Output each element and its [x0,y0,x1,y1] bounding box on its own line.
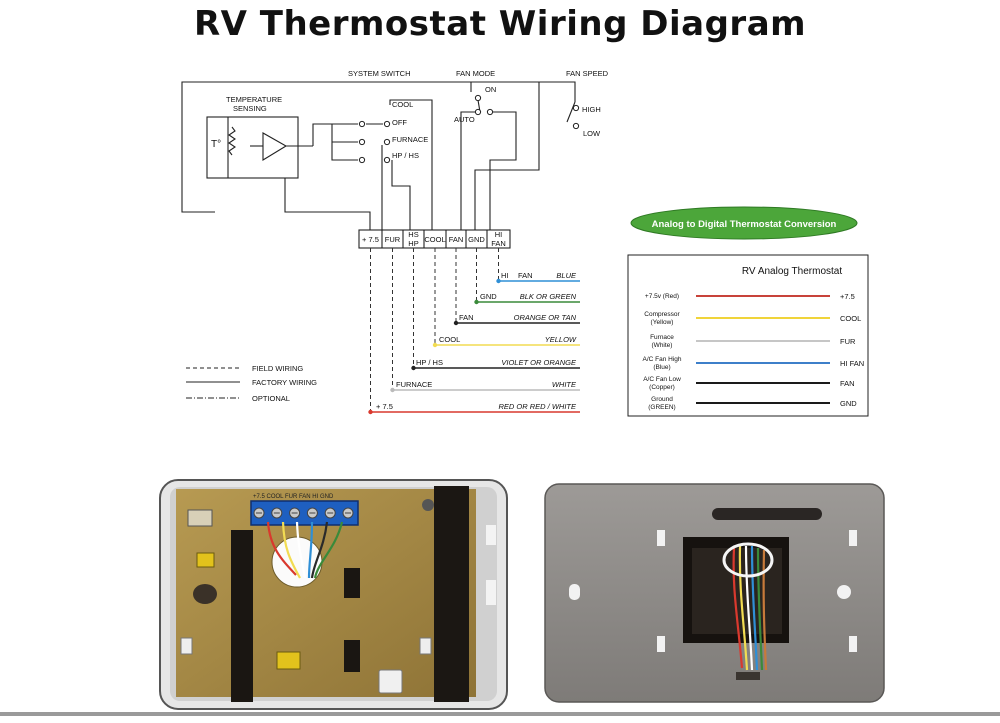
conv-right-label: GND [840,399,857,408]
yellow-switch [196,552,215,568]
conv-left-label: A/C Fan High [642,356,681,363]
bottom-divider [0,712,1000,716]
conversion-table [627,254,869,417]
fan-auto-label: AUTO [454,115,475,124]
outer-loop-wire [181,81,576,213]
sensor-to-terminal-wire [284,178,371,230]
yellow-switch-2 [276,651,301,670]
mount-hole [193,584,217,604]
wire-node [474,299,479,305]
legend-optional-label: OPTIONAL [252,394,290,403]
wire-left-label: FURNACE [396,380,432,389]
conv-left-sublabel: (White) [652,342,673,349]
sensor-box [206,116,299,179]
wire-color-label: RED OR RED / WHITE [498,402,576,411]
wire-mid-label: FAN [518,271,533,280]
wire-node [432,342,438,348]
black-bracket-left [231,530,253,702]
conversion-badge [630,206,858,240]
wire-left-label: HI [501,271,509,280]
legend-field-label: FIELD WIRING [252,364,303,373]
conv-left-label: +7.5v (Red) [645,293,679,300]
fan-high-label: HIGH [582,105,601,114]
wire-node [411,365,416,371]
fan-on-label: ON [485,85,496,94]
conv-left-label: Furnace [650,334,674,341]
terminal-block [250,500,359,526]
wire-node [496,278,501,284]
wall-plate-photo [544,483,885,703]
terminal-label: GND [468,235,485,244]
terminal-label: + 7.5 [362,235,379,244]
jumper-pad [187,509,213,527]
conv-right-label: FUR [840,337,856,346]
field-wires: HI FAN BLUE GND BLK OR GREEN FAN ORANGE OR TAN… [368,248,580,415]
wire-node [390,387,395,393]
conv-right-label: +7.5 [840,292,855,301]
wire-hole [271,536,323,588]
wire-left-label: GND [480,292,497,301]
wire-color-label: VIOLET OR ORANGE [501,358,577,367]
wire-color-label: ORANGE OR TAN [514,313,577,322]
legend-factory-label: FACTORY WIRING [252,378,317,387]
relay-2 [344,640,360,672]
plate-hole [657,530,665,546]
conv-left-label: A/C Fan Low [643,376,681,383]
terminal-screws [253,507,354,519]
wire-left-label: FAN [459,313,474,322]
relay-1 [344,568,360,598]
conv-right-label: COOL [840,314,861,323]
terminal-label: COOL [424,235,445,244]
system-switch-label: SYSTEM SWITCH [348,69,411,78]
conv-left-sublabel: (Yellow) [651,319,674,326]
wire-color-label: BLK OR GREEN [520,292,577,301]
sensor-label-1: TEMPERATURE [226,95,282,104]
plate-slot-top [712,508,822,520]
conv-right-label: FAN [840,379,855,388]
wire-color-label: YELLOW [545,335,577,344]
conversion-badge-text: Analog to Digital Thermostat Conversion [652,219,837,230]
conv-right-label: HI FAN [840,359,864,368]
conv-left-label: Compressor [644,311,680,318]
conv-left-sublabel: (Copper) [649,384,675,391]
terminal-label: FUR [385,235,401,244]
thermostat-board-photo: +7.5 COOL FUR FAN HI GND [159,479,508,710]
conv-left-sublabel: (Blue) [653,364,670,371]
terminal-label: FAN [491,239,506,248]
page-title: RV Thermostat Wiring Diagram [193,4,807,44]
fan-speed-label: FAN SPEED [566,69,609,78]
terminal-label: HI [495,230,503,239]
wiring-schematic: SYSTEM SWITCH FAN MODE FAN SPEED ON AUTO… [181,69,869,417]
terminal-label: HP [408,239,418,248]
black-bracket-right [434,486,469,702]
plate-wire-bundle [722,542,774,671]
photo-terminal-labels: +7.5 COOL FUR FAN HI GND [253,494,334,500]
wire-node [453,320,459,326]
wire-left-label: COOL [439,335,460,344]
thermistor-icon [228,126,236,156]
conv-left-sublabel: (GREEN) [648,404,675,411]
furnace-switch-label: FURNACE [392,135,428,144]
sensor-t-label: T° [211,139,221,150]
wire-left-label: HP / HS [416,358,443,367]
wire-left-label: + 7.5 [376,402,393,411]
fan-low-label: LOW [583,129,601,138]
cool-switch-label: COOL [392,100,413,109]
sensor-label-2: SENSING [233,104,267,113]
conversion-title: RV Analog Thermostat [742,266,842,277]
wire-color-label: BLUE [556,271,577,280]
terminal-label: HS [408,230,418,239]
fan-mode-label: FAN MODE [456,69,495,78]
wire-node [368,409,373,415]
terminal-label: FAN [449,235,464,244]
conv-left-label: Ground [651,396,673,403]
hphs-switch-label: HP / HS [392,151,419,160]
wire-color-label: WHITE [552,380,577,389]
off-switch-label: OFF [392,118,407,127]
